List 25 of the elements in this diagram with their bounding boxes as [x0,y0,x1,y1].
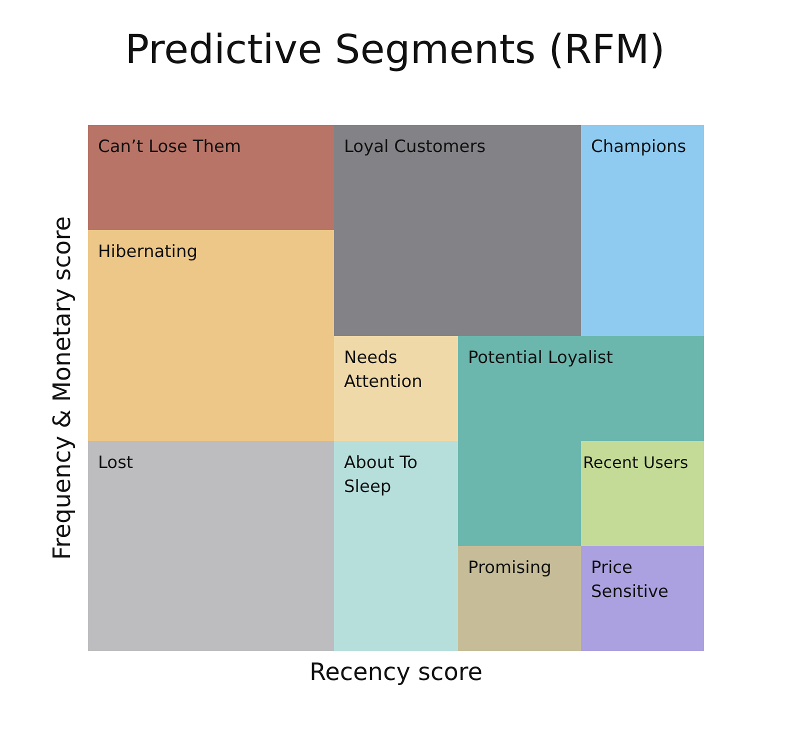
segment-box [581,546,704,651]
x-axis-label: Recency score [308,657,484,688]
segment-label: Needs Attention [344,347,424,394]
segment-label: Can’t Lose Them [98,136,242,159]
segment-box [458,336,704,546]
segment-label: Potential Loyalist [468,347,614,370]
segment-label: Loyal Customers [344,136,487,159]
segment-label: Lost [98,452,134,475]
segment-box [334,125,581,336]
segment-box [88,125,334,230]
segment-label: Recent Users [583,452,688,474]
segment-box [88,441,334,651]
segment-box [88,230,334,441]
segment-label: Promising [468,557,552,580]
segment-box [581,125,704,336]
segment-label: Hibernating [98,241,199,264]
segment-box [334,441,458,651]
segment-box [458,546,581,651]
title: Predictive Segments (RFM) [124,26,666,75]
segment-box [581,441,704,546]
segment-label: Price Sensitive [591,557,670,604]
y-axis-label: Frequency & Monetary score [47,215,77,562]
segment-label: Champions [591,136,688,159]
segment-box [334,336,458,441]
segment-label: About To Sleep [344,452,419,499]
